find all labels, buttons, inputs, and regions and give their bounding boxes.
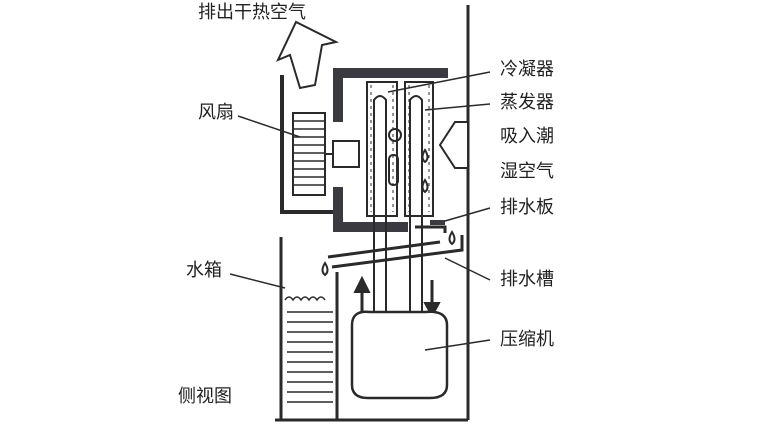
exhaust-arrow-icon bbox=[275, 20, 339, 90]
water-droplet-icons bbox=[321, 148, 456, 277]
refrigerant-tubes bbox=[373, 95, 423, 320]
label-compressor: 压缩机 bbox=[500, 329, 554, 350]
tank-water bbox=[284, 296, 333, 403]
casing-upper-left-wall bbox=[280, 75, 333, 214]
leader-lines bbox=[229, 71, 491, 351]
label-exhaust: 排出干热空气 bbox=[198, 2, 306, 23]
label-fan: 风扇 bbox=[198, 102, 234, 123]
condenser-coil bbox=[366, 81, 398, 217]
drain-plate bbox=[415, 225, 447, 233]
label-condenser: 冷凝器 bbox=[500, 59, 554, 80]
label-drain-plate: 排水板 bbox=[500, 197, 554, 218]
label-intake-1: 吸入潮 bbox=[500, 126, 554, 147]
housing-bracket bbox=[333, 68, 448, 232]
label-drain-trough: 排水槽 bbox=[500, 269, 554, 290]
label-water-tank: 水箱 bbox=[186, 260, 222, 281]
flow-down-arrow-icon bbox=[423, 280, 441, 319]
label-evaporator: 蒸发器 bbox=[500, 92, 554, 113]
label-side-view: 侧视图 bbox=[178, 386, 232, 407]
drain-trough-bottom bbox=[331, 235, 464, 269]
fan-icon bbox=[292, 112, 360, 196]
compressor-body bbox=[350, 310, 449, 400]
label-intake-2: 湿空气 bbox=[500, 161, 554, 182]
drain-trough-top bbox=[327, 240, 441, 259]
intake-arrow-icon bbox=[438, 121, 469, 169]
